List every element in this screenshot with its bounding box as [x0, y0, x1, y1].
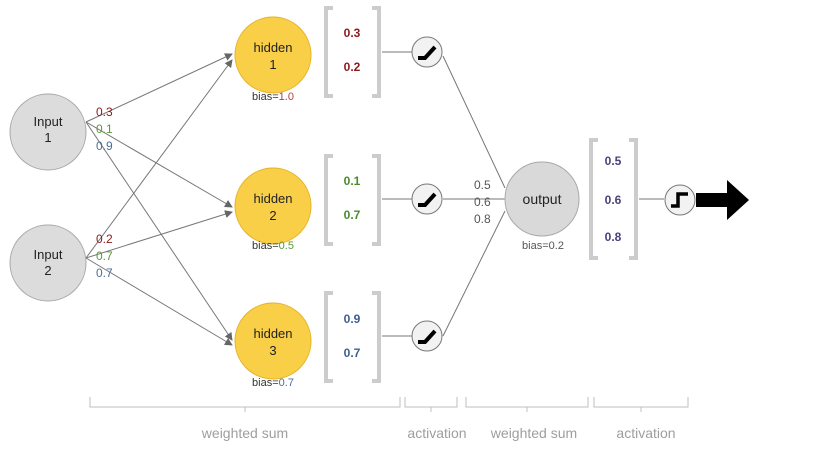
- hidden-2-bias: bias=0.5: [252, 240, 294, 252]
- relu-activation-3: [411, 320, 443, 352]
- output-node: [504, 161, 580, 237]
- output-weight-1: 0.5: [474, 178, 491, 192]
- edge-act1-output: [442, 55, 506, 189]
- hidden-3-matrix-value-1: 0.9: [344, 312, 361, 326]
- input-2-label-line2: 2: [44, 263, 51, 278]
- hidden-2-matrix-value-2: 0.7: [344, 208, 361, 222]
- hidden-2-label-line2: 2: [269, 208, 276, 223]
- output-arrow-icon: [696, 180, 749, 220]
- matrix-activation-connectors: [382, 51, 412, 337]
- relu-icon: [418, 45, 437, 60]
- brace-weighted-sum-2: [465, 397, 589, 412]
- hidden-1-bracket-right: [372, 6, 381, 98]
- edge-input2-hidden3: [85, 257, 233, 346]
- brace-weighted-sum-1: [89, 397, 401, 412]
- hidden-2-label-line1: hidden: [253, 191, 292, 206]
- edge-input2-hidden2: [85, 210, 233, 259]
- stage-label-activation-2: activation: [616, 425, 675, 441]
- output-brackets: [589, 138, 638, 260]
- hidden-1-matrix-value-2: 0.2: [344, 60, 361, 74]
- hidden-2-matrix-value-1: 0.1: [344, 174, 361, 188]
- output-weight-2: 0.6: [474, 195, 491, 209]
- edge-input2-hidden1: [85, 59, 233, 259]
- hidden-1-bias: bias=1.0: [252, 91, 294, 103]
- hidden-node-3: [234, 302, 312, 380]
- stage-braces: [89, 397, 689, 412]
- relu-activation-2: [411, 183, 443, 215]
- relu-icon: [418, 192, 437, 207]
- input-1-weight-2: 0.1: [96, 122, 113, 136]
- input-1-label-line1: Input: [34, 114, 63, 129]
- edge-act3-output: [442, 210, 506, 337]
- hidden-3-bias: bias=0.7: [252, 377, 294, 389]
- brace-activation-1: [404, 397, 458, 412]
- stage-label-weighted-sum-2: weighted sum: [490, 425, 577, 441]
- input-2-weight-1: 0.2: [96, 232, 113, 246]
- hidden-3-matrix-value-2: 0.7: [344, 346, 361, 360]
- hidden-1-matrix-value-1: 0.3: [344, 26, 361, 40]
- output-bias: bias=0.2: [522, 240, 564, 252]
- activation-circle-2: [411, 183, 443, 215]
- hidden-1-label-line1: hidden: [253, 40, 292, 55]
- hidden-3-label-line1: hidden: [253, 326, 292, 341]
- input-2-weight-2: 0.7: [96, 249, 113, 263]
- step-function-icon: [671, 192, 688, 208]
- activation-circle-3: [411, 320, 443, 352]
- input-node-1: [9, 93, 87, 171]
- input-node-2: [9, 224, 87, 302]
- hidden-2-bracket-right: [372, 154, 381, 246]
- hidden-3-label-line2: 3: [269, 343, 276, 358]
- brace-activation-2: [593, 397, 689, 412]
- input-1-weight-3: 0.9: [96, 139, 113, 153]
- input-2-label-line1: Input: [34, 247, 63, 262]
- output-bracket-left: [589, 138, 598, 260]
- relu-activation-1: [411, 36, 443, 68]
- hidden-brackets: [324, 6, 381, 383]
- hidden-1-bracket-left: [324, 6, 333, 98]
- output-matrix-value-2: 0.6: [605, 193, 622, 207]
- output-matrix-value-3: 0.8: [605, 230, 622, 244]
- hidden-node-2: [234, 167, 312, 245]
- stage-label-weighted-sum-1: weighted sum: [201, 425, 288, 441]
- input-1-label-line2: 1: [44, 130, 51, 145]
- edge-input1-hidden2: [85, 121, 233, 208]
- hidden-3-bracket-right: [372, 291, 381, 383]
- stage-label-activation-1: activation: [407, 425, 466, 441]
- output-label: output: [523, 191, 562, 207]
- input-2-weight-3: 0.7: [96, 266, 113, 280]
- step-activation-circle: [664, 184, 696, 216]
- step-activation: [664, 184, 696, 216]
- edge-input1-hidden1: [85, 53, 233, 123]
- edge-input1-hidden3: [85, 121, 233, 341]
- output-matrix-value-1: 0.5: [605, 154, 622, 168]
- output-bracket-right: [629, 138, 638, 260]
- connections: [85, 53, 506, 346]
- activation-circle-1: [411, 36, 443, 68]
- output-weight-3: 0.8: [474, 212, 491, 226]
- input-1-weight-1: 0.3: [96, 105, 113, 119]
- relu-icon: [418, 329, 437, 344]
- hidden-2-bracket-left: [324, 154, 333, 246]
- hidden-node-1: [234, 16, 312, 94]
- hidden-1-label-line2: 1: [269, 57, 276, 72]
- hidden-3-bracket-left: [324, 291, 333, 383]
